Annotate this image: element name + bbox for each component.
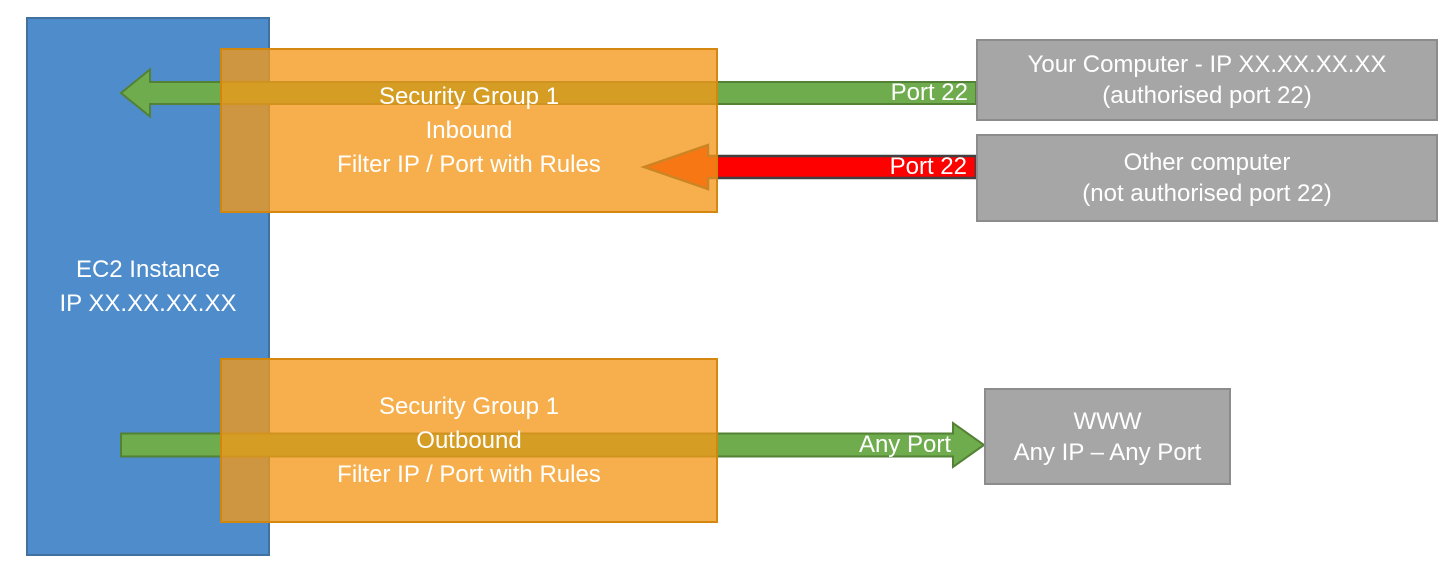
your-computer-box: Your Computer - IP XX.XX.XX.XX (authoris… [976, 39, 1438, 121]
inbound-blocked-port-label: Port 22 [889, 153, 967, 180]
www-title: WWW [1073, 407, 1142, 435]
security-group-inbound-box: Security Group 1 Inbound Filter IP / Por… [220, 48, 718, 213]
your-computer-title: Your Computer - IP XX.XX.XX.XX [1027, 51, 1387, 78]
www-box: WWW Any IP – Any Port [984, 388, 1231, 485]
security-group-outbound-description: Filter IP / Port with Rules [337, 460, 601, 488]
security-group-outbound-direction: Outbound [416, 426, 522, 454]
other-computer-title: Other computer [1123, 149, 1291, 176]
your-computer-subtitle: (authorised port 22) [1102, 82, 1312, 109]
www-subtitle: Any IP – Any Port [1013, 438, 1202, 466]
security-group-outbound-box: Security Group 1 Outbound Filter IP / Po… [220, 358, 718, 523]
ec2-instance-title: EC2 Instance [75, 255, 221, 283]
other-computer-box: Other computer (not authorised port 22) [976, 134, 1438, 222]
security-group-inbound-direction: Inbound [425, 116, 513, 144]
security-group-inbound-description: Filter IP / Port with Rules [337, 150, 601, 178]
security-group-inbound-title: Security Group 1 [378, 82, 560, 110]
other-computer-subtitle: (not authorised port 22) [1082, 180, 1332, 207]
security-group-outbound-title: Security Group 1 [378, 392, 560, 420]
outbound-allowed-port-label: Any Port [858, 431, 951, 458]
ec2-instance-ip: IP XX.XX.XX.XX [59, 289, 237, 317]
inbound-allowed-port-label: Port 22 [890, 79, 968, 106]
